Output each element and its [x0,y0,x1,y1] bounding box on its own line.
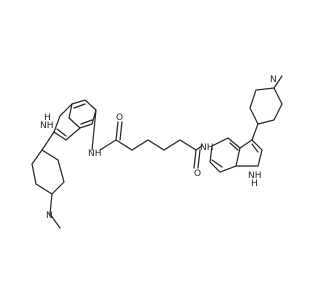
structure-drawing: NH H NH O N O NH N NH H [31,75,283,229]
indole-h-label-right: H [251,179,258,189]
indole-h-label-left: H [44,113,51,123]
amide-nh-label-right: NH [200,143,214,153]
atom-labels: NH H NH O N O NH N NH H [40,75,277,221]
piperidine-n-label-right: N [270,75,277,85]
carbonyl-o-label-right: O [194,169,201,179]
piperidine-n-label-left: N [46,211,53,221]
molecule-canvas: NH H NH O N O NH N NH H [31,75,283,229]
carbonyl-o-label-left: O [116,113,123,123]
bond-skeleton [31,75,283,229]
indole-nh-label-right: NH [248,171,262,181]
indole-nh-label-left: NH [40,121,54,131]
amide-nh-label-left: NH [88,149,102,159]
